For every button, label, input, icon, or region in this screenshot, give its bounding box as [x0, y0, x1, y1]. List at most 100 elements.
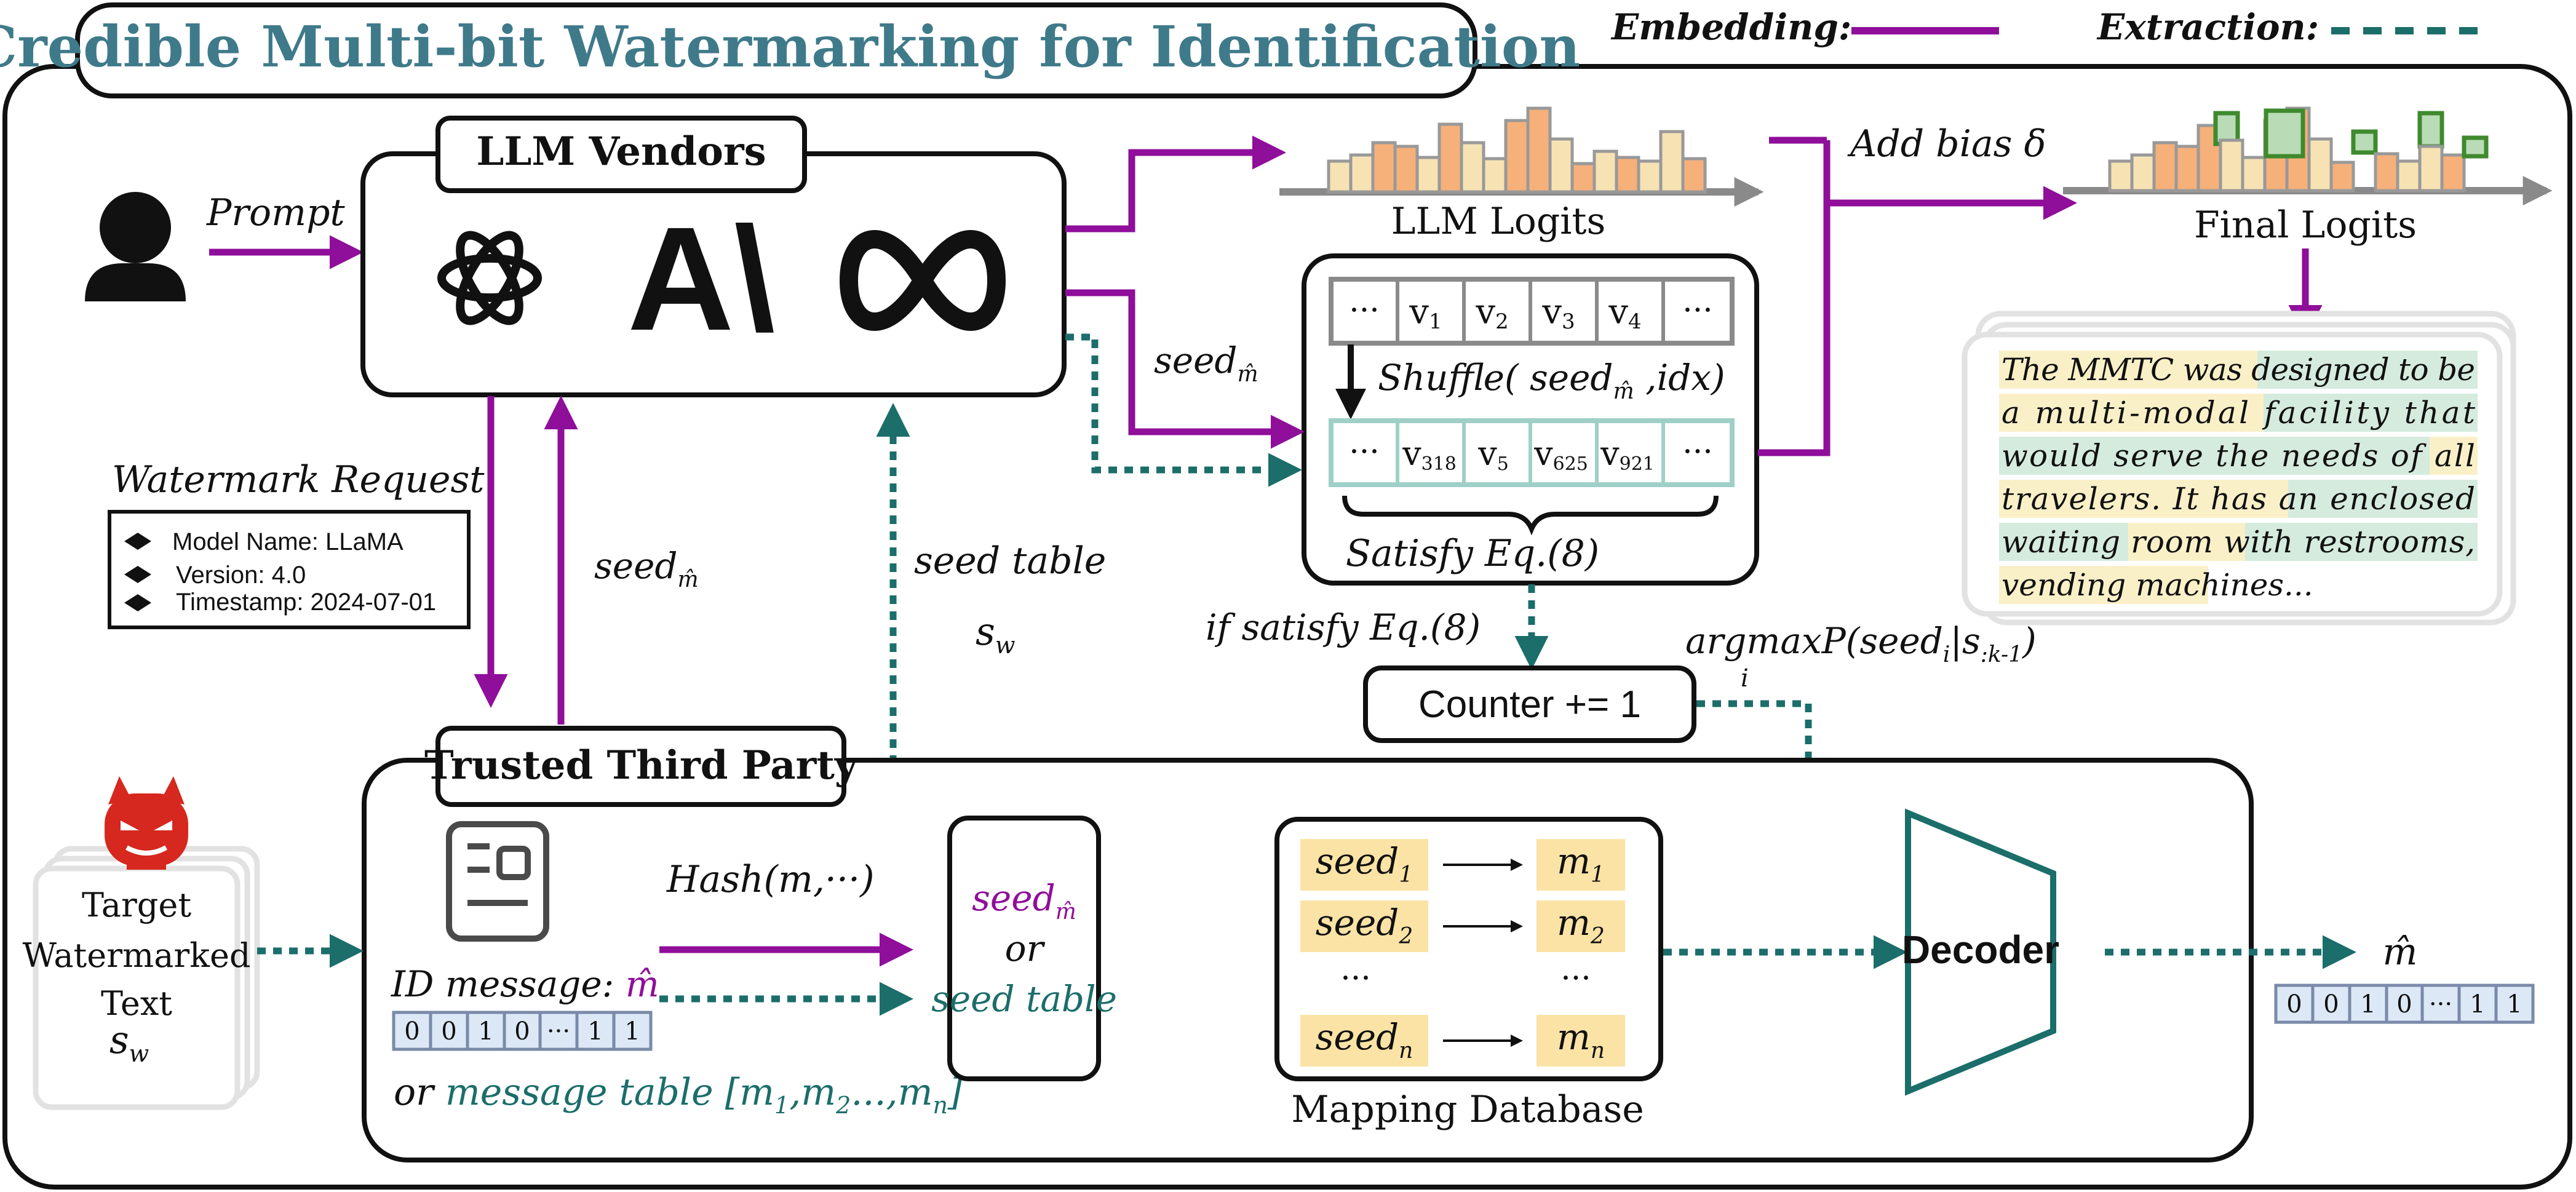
- target-stack: [33, 846, 260, 1110]
- decoder-label: Decoder: [1902, 928, 2059, 972]
- ttp-label-box: [435, 726, 846, 807]
- result-mhat: m̂: [2383, 931, 2418, 974]
- output-text-line: vending machines...: [2002, 567, 2313, 603]
- mapping-row: [1300, 900, 1625, 952]
- shuffle-bottom-cell: v625: [1533, 434, 1588, 475]
- shuffle-bottom-row: [1329, 418, 1735, 487]
- result-bit: 1: [2470, 990, 2485, 1019]
- vendors-label: LLM Vendors: [476, 129, 766, 175]
- argmax-under-label: i: [1741, 664, 1749, 693]
- id-bit: 0: [404, 1017, 419, 1046]
- openai-logo-icon: [437, 231, 542, 325]
- seed-to-shuffle-label: seedm̂: [1154, 340, 1258, 387]
- mapping-seed: seedn: [1316, 1016, 1413, 1063]
- shuffle-top-cell: v1: [1409, 292, 1442, 334]
- mapping-row: [1300, 839, 1625, 891]
- legend: Embedding: Extraction:: [1610, 6, 2479, 48]
- mapping-message: m1: [1557, 840, 1605, 888]
- page-title: Credible Multi-bit Watermarking for Iden…: [0, 14, 1580, 80]
- seed-box: [947, 816, 1101, 1081]
- mapping-seed: seed2: [1316, 902, 1413, 949]
- shuffle-top-cell: v3: [1541, 292, 1575, 334]
- seed-left-label: seedm̂: [594, 545, 699, 592]
- target-sw-label: sw: [109, 1017, 149, 1067]
- vendors-to-shuffle-extract-arrow: [1065, 333, 1302, 487]
- shuffle-bottom-cell: ···: [1682, 434, 1713, 471]
- target-line: Watermarked: [23, 936, 251, 975]
- vendors-label-box: [435, 116, 807, 193]
- id-message-label: ID message: m̂: [391, 963, 659, 1005]
- shuffle-top-cell: v4: [1608, 292, 1641, 334]
- shuffle-bottom-cell: v318: [1402, 434, 1457, 475]
- llm-logits-label: LLM Logits: [1391, 200, 1606, 243]
- mapping-label: Mapping Database: [1291, 1088, 1644, 1131]
- id-bits: [392, 1011, 653, 1051]
- id-card-icon: [446, 821, 549, 942]
- request-item: Version: 4.0: [176, 562, 306, 589]
- counter-box: [1363, 666, 1696, 743]
- meta-logo-icon: [839, 230, 1006, 331]
- result-bit: 1: [2360, 990, 2375, 1019]
- message-table-label: or message table [m1,m2...,mn]: [394, 1071, 963, 1119]
- shuffle-top-cell: ···: [1349, 292, 1380, 329]
- request-title: Watermark Request: [112, 458, 485, 501]
- result-bit: 0: [2323, 990, 2339, 1019]
- anthropic-logo-icon: A\: [627, 196, 775, 361]
- result-bit: ···: [2429, 990, 2452, 1019]
- counter-condition-label: if satisfy Eq.(8): [1206, 606, 1481, 648]
- final-logits-label: Final Logits: [2194, 204, 2417, 247]
- user-icon: [85, 192, 186, 301]
- argmax-label: argmaxP(seedi|s:k-1): [1685, 620, 2037, 667]
- seed-box-table: seed table: [931, 978, 1117, 1020]
- request-box: [108, 510, 471, 629]
- mapping-message: m2: [1557, 902, 1605, 949]
- legend-embedding-label: Embedding:: [1610, 6, 1851, 48]
- output-text-line: waiting room with restrooms,: [2002, 524, 2475, 560]
- request-bullet-icon: [124, 566, 151, 583]
- output-text-line: travelers. It has an enclosed: [2002, 481, 2475, 517]
- request-item: Model Name: LLaMA: [172, 528, 403, 555]
- add-bias-label: Add bias δ: [1847, 122, 2046, 165]
- id-bit: ···: [547, 1017, 570, 1046]
- id-bit: 0: [514, 1017, 530, 1046]
- shuffle-top-cell: ···: [1682, 292, 1713, 329]
- shuffle-bottom-cell: ···: [1349, 434, 1380, 471]
- mapping-row: [1300, 1015, 1625, 1067]
- result-bit: 0: [2396, 990, 2412, 1019]
- mapping-message: ···: [1560, 960, 1591, 997]
- output-text-highlights: [1999, 351, 2478, 604]
- decoder-shape: [1905, 808, 2056, 1096]
- id-bit: 0: [441, 1017, 456, 1046]
- prompt-label: Prompt: [206, 191, 345, 234]
- mapping-seed: seed1: [1316, 840, 1413, 888]
- shuffle-bottom-cell: v921: [1600, 434, 1655, 475]
- vendors-to-logits-arrow: [1065, 135, 1286, 232]
- target-line: Target: [82, 886, 191, 924]
- mapping-seed: ···: [1340, 960, 1371, 997]
- id-bit: 1: [624, 1017, 640, 1046]
- id-bit: 1: [478, 1017, 493, 1046]
- request-item: Timestamp: 2024-07-01: [176, 589, 436, 616]
- seed-box-or: or: [1005, 928, 1046, 969]
- id-bit: 1: [587, 1017, 603, 1046]
- shuffle-top-cell: v2: [1475, 292, 1508, 334]
- shuffle-to-bias-line: [1758, 140, 1831, 456]
- seed-box-seed: seedm̂: [972, 877, 1076, 924]
- llm-logits-histogram: [1279, 106, 1764, 207]
- hash-label: Hash(m,···): [666, 858, 875, 901]
- target-line: Text: [101, 984, 172, 1023]
- mapping-message: mn: [1557, 1016, 1605, 1063]
- devil-icon: [105, 776, 188, 870]
- title-box: [75, 2, 1477, 98]
- result-bits: [2274, 983, 2535, 1024]
- result-bit: 1: [2506, 990, 2522, 1019]
- shuffle-formula: Shuffle( seedm̂ ,idx): [1378, 357, 1725, 404]
- output-text-line: The MMTC was designed to be: [2002, 352, 2475, 387]
- ttp-label: Trusted Third Party: [424, 742, 859, 789]
- shuffle-bottom-cell: v5: [1477, 434, 1509, 475]
- satisfy-label: Satisfy Eq.(8): [1346, 532, 1599, 575]
- satisfy-brace: [1342, 495, 1719, 536]
- output-text-line: would serve the needs of all: [2002, 438, 2475, 474]
- shuffle-top-row: [1329, 277, 1735, 346]
